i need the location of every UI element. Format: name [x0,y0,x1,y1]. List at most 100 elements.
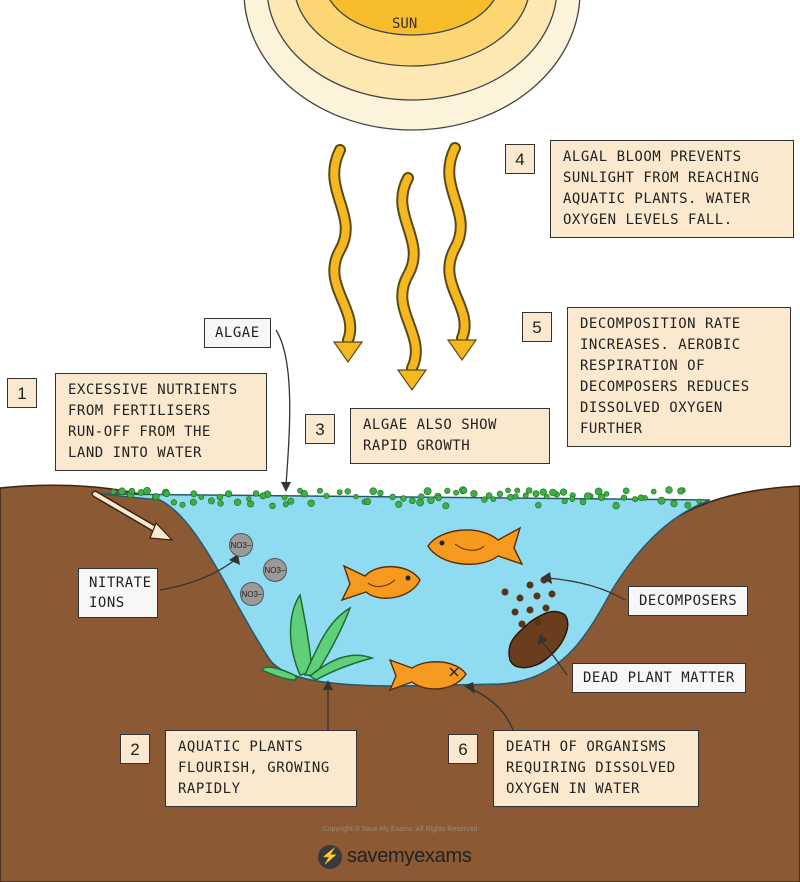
step-line: FROM FERTILISERS [68,403,211,419]
algae-dot [444,487,451,494]
algae-dot [594,487,603,496]
algae-dot [460,487,468,494]
step-line: DEATH OF ORGANISMS [506,739,667,755]
step-line: RAPID GROWTH [363,438,471,454]
step-line: DECOMPOSERS REDUCES [580,379,750,395]
dead-fish [388,658,467,692]
algae-dot [522,492,529,499]
algae-dot [435,494,442,502]
step-line: DECOMPOSITION RATE [580,316,741,332]
algae-dot [657,496,666,505]
algae-dot [208,497,216,505]
algae-dot [259,492,267,500]
step-line: OXYGEN IN WATER [506,781,640,797]
dead-plant-matter [508,610,569,669]
step-line: INCREASES. AEROBIC [580,337,741,353]
algae-dot [632,496,639,503]
algae-dot [637,494,645,502]
algae-dot [316,487,323,494]
decomposer-dots [501,576,556,628]
step-number: 3 [305,414,335,444]
brand-name: savemyexams [347,845,472,867]
step-5-box: DECOMPOSITION RATE INCREASES. AEROBIC RE… [567,307,791,447]
aquatic-plant [260,593,375,681]
algae-dot [336,489,343,496]
algae-dot [696,498,702,504]
step-line: RUN-OFF FROM THE [68,424,211,440]
algae-dot [300,490,308,498]
copyright-notice: Copyright © Save My Exams. All Rights Re… [322,826,478,833]
algae-dot [512,493,519,500]
step-2-box: AQUATIC PLANTS FLOURISH, GROWING RAPIDLY [165,730,357,807]
algae-dot [417,493,425,501]
algae-dot [549,488,557,497]
step-line: ALGAL BLOOM PREVENTS [563,149,742,165]
algae-dot [583,492,592,500]
step-number: 2 [120,734,150,764]
algae-dot [481,496,488,503]
tag-line: IONS [89,595,125,611]
runoff-arrow [91,490,174,541]
step-number: 5 [522,312,552,342]
step-line: AQUATIC PLANTS. WATER [563,191,751,207]
step-line: RAPIDLY [178,781,241,797]
algae-dot [307,499,315,507]
algae-dot [670,500,678,508]
algae-dot [198,494,205,501]
step-4-box: ALGAL BLOOM PREVENTS SUNLIGHT FROM REACH… [550,140,794,238]
algae-dot [532,490,540,498]
brand-logo[interactable]: ⚡ savemyexams [318,843,488,873]
algae-dot [485,492,493,499]
algae-dot [137,489,145,496]
step-line: FURTHER [580,421,643,437]
algae-dot [179,501,186,508]
algae-dot [217,500,224,507]
algae-dot [287,497,295,505]
algae-dot [353,493,359,500]
algae-dot [569,496,576,502]
algae-dot [561,498,568,505]
algae-dot [514,487,521,494]
algae-dot [216,493,224,501]
algae-layer [110,486,702,510]
algae-dot [442,502,450,510]
algae-dot [118,487,126,496]
step-number: 6 [448,734,478,764]
nitrate-ion: NO3− [263,558,287,582]
algae-dot [323,492,330,499]
fish-middle [340,564,421,602]
algae-dot [427,496,435,504]
step-line: REQUIRING DISSOLVED [506,760,676,776]
step-number: 1 [7,378,37,408]
algae-dot [252,490,260,497]
nitrate-ion: NO3− [229,533,253,557]
algae-dot [603,491,610,497]
step-line: ALGAE ALSO SHOW [363,417,497,433]
ray-arrowheads [332,339,478,392]
algae-dot [163,490,171,498]
algae-dot [543,493,550,500]
pointer-lines [159,329,626,741]
algae-dot [612,501,620,510]
tag-line: NITRATE [89,575,152,591]
step-3-box: ALGAE ALSO SHOW RAPID GROWTH [350,408,550,464]
fish-top-right [427,526,524,566]
algae-dot [400,495,407,502]
decomposers-tag: DECOMPOSERS [628,586,749,616]
algae-dot [281,494,288,501]
algae-dot [416,498,425,507]
algae-dot [620,494,628,501]
algae-dot [110,488,117,495]
step-line: AQUATIC PLANTS [178,739,304,755]
pointer-heads [229,482,552,694]
algae-dot [505,487,511,494]
algae-dot [409,497,416,505]
step-line: FLOURISH, GROWING [178,760,330,776]
algae-dot [190,490,198,498]
algae-dot [389,493,396,501]
algae-dot [128,487,136,495]
step-line: RESPIRATION OF [580,358,706,374]
algae-dot [143,486,151,495]
algae-dot [470,490,478,498]
nitrate-ions-tag: NITRATE IONS [78,568,158,618]
